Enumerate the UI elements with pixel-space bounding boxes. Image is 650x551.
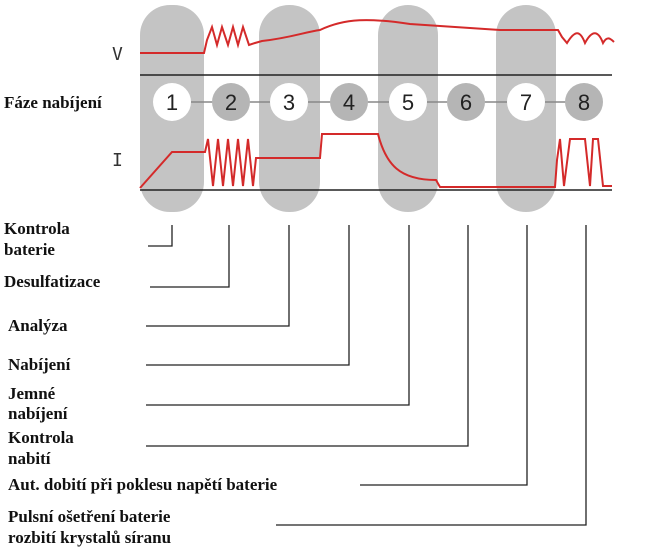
svg-text:1: 1 xyxy=(166,90,178,115)
voltage-axis-label: V xyxy=(112,44,123,65)
svg-text:4: 4 xyxy=(343,90,355,115)
leader-line-1 xyxy=(148,225,173,247)
leader-line-5 xyxy=(146,225,410,406)
diagram-title: Fáze nabíjení xyxy=(4,93,102,112)
leader-line-6 xyxy=(146,225,469,447)
leader-line-7 xyxy=(360,225,528,486)
current-axis-label: I xyxy=(112,150,123,171)
leader-line-4 xyxy=(146,225,350,366)
phase-circle-8: 8 xyxy=(565,83,603,121)
leader-line-3 xyxy=(146,225,290,327)
phase-circle-1: 1 xyxy=(153,83,191,121)
phase-circle-4: 4 xyxy=(330,83,368,121)
svg-text:5: 5 xyxy=(402,90,414,115)
svg-text:7: 7 xyxy=(520,90,532,115)
phase-label-2: Desulfatizace xyxy=(4,272,101,291)
leader-line-2 xyxy=(150,225,230,288)
svg-text:3: 3 xyxy=(283,90,295,115)
phase-circle-3: 3 xyxy=(270,83,308,121)
phase-circle-5: 5 xyxy=(389,83,427,121)
phase-circle-7: 7 xyxy=(507,83,545,121)
leader-line-8 xyxy=(276,225,587,526)
phase-circle-6: 6 xyxy=(447,83,485,121)
phase-label-4: Nabíjení xyxy=(8,355,71,374)
phase-label-3: Analýza xyxy=(8,316,68,335)
current-curve xyxy=(139,133,612,189)
svg-text:8: 8 xyxy=(578,90,590,115)
svg-text:2: 2 xyxy=(225,90,237,115)
phase-label-7: Aut. dobití při poklesu napětí baterie xyxy=(8,475,278,494)
voltage-curve xyxy=(140,19,615,54)
phase-circle-2: 2 xyxy=(212,83,250,121)
svg-text:6: 6 xyxy=(460,90,472,115)
